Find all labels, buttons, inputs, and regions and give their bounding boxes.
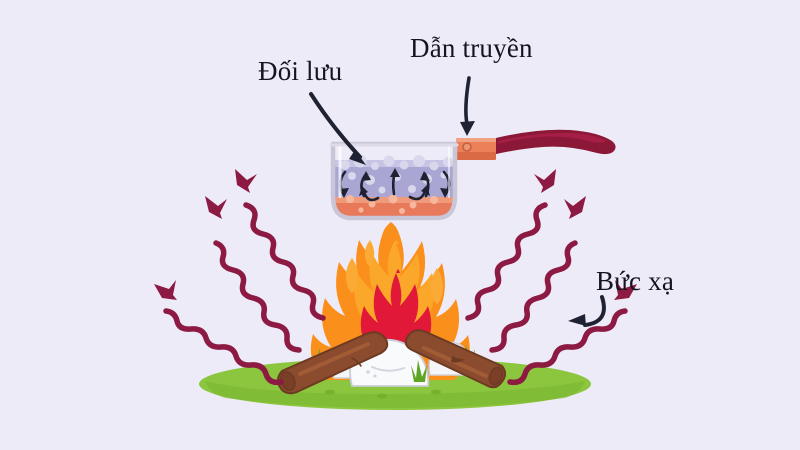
pointer-arrows <box>309 76 606 327</box>
ground-speck-3 <box>431 389 441 395</box>
grass-tuft-mid <box>411 360 427 382</box>
log-left-highlight <box>298 342 370 376</box>
radiation-wave-left-1 <box>235 169 326 321</box>
radiation-wave-right-1 <box>465 169 556 321</box>
pot-handle-connector-top <box>456 138 496 142</box>
conduction-pointer-arrow <box>460 76 475 136</box>
convection-arrow-curl-left <box>359 186 380 202</box>
label-conduction: Dẫn truyền <box>410 33 533 63</box>
pot-handle-highlight <box>498 132 606 144</box>
convection-pointer-arrow <box>309 92 366 165</box>
rock-dot-1 <box>366 370 370 374</box>
rock-dot-2 <box>373 374 377 378</box>
log-left <box>277 331 389 395</box>
flame-spark-right <box>430 268 444 304</box>
ground-shadow-band <box>205 381 585 408</box>
radiation-wave-right-2 <box>489 196 586 353</box>
ground-speck-1 <box>325 389 335 395</box>
pot-glass-outline <box>330 141 458 221</box>
radiation-waves-left <box>154 169 326 386</box>
flame-spark-top <box>364 240 375 267</box>
pot-contents <box>333 154 455 218</box>
radiation-wave-left-2 <box>205 196 302 353</box>
log-right-end <box>488 366 504 386</box>
convection-arrow-up-2 <box>390 168 400 196</box>
radiation-wave-left-3 <box>154 280 284 386</box>
pot-hot-bubbles <box>346 194 438 214</box>
pot-handle-connector-shade <box>456 152 496 160</box>
radiation-pointer-arrow <box>568 295 606 327</box>
logs-group <box>277 329 506 395</box>
label-radiation: Bức xạ <box>596 266 675 296</box>
pot-handle-rivet <box>462 142 472 152</box>
label-convection: Đối lưu <box>258 56 343 86</box>
convection-arrow-curl-right <box>408 185 430 201</box>
pot-water-surface <box>333 160 455 167</box>
ground-speck-2 <box>377 393 387 399</box>
radiation-waves-right <box>465 169 637 386</box>
saucepan-group <box>329 129 616 221</box>
log-right-knot <box>451 356 465 363</box>
log-right <box>404 329 506 389</box>
rock-center-crack <box>371 366 405 372</box>
log-left-knot <box>351 357 362 367</box>
flame-spark-left <box>345 258 359 293</box>
radiation-wave-right-3 <box>507 280 637 386</box>
